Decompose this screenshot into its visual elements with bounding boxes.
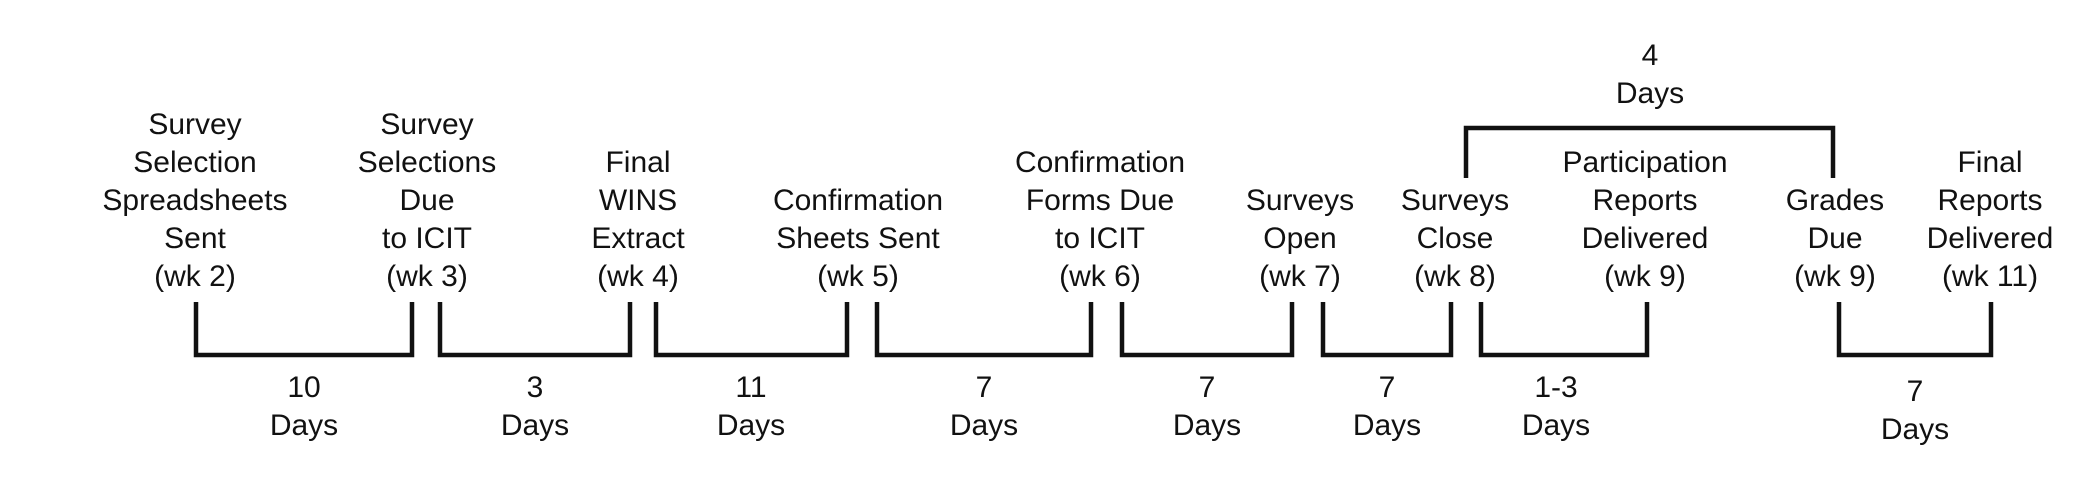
milestone-line: Due [399, 184, 455, 217]
milestone-line: Reports [1592, 184, 1698, 217]
interval-grades-final: 7 Days [1865, 373, 1965, 449]
milestone-line: Close [1416, 222, 1494, 255]
interval-value: 7 [1198, 371, 1216, 404]
interval-wk8-participation: 1-3 Days [1506, 369, 1606, 445]
milestone-week: (wk 6) [1059, 260, 1141, 293]
milestone-line: Surveys [1400, 184, 1510, 217]
milestone-line: Selections [357, 146, 497, 179]
milestone-confirmation-sheets-sent: Confirmation Sheets Sent (wk 5) [753, 182, 963, 296]
bracket-wk2-wk3 [193, 302, 415, 358]
milestone-line: Survey [380, 108, 474, 141]
interval-wk4-wk5: 11 Days [701, 369, 801, 445]
interval-unit: Days [949, 409, 1019, 442]
interval-wk3-wk4: 3 Days [485, 369, 585, 445]
milestone-week: (wk 2) [154, 260, 236, 293]
interval-value: 11 [735, 371, 767, 404]
milestone-line: Open [1263, 222, 1337, 255]
interval-unit: Days [1880, 413, 1950, 446]
milestone-line: Surveys [1245, 184, 1355, 217]
milestone-line: Confirmation [772, 184, 944, 217]
interval-wk7-wk8: 7 Days [1337, 369, 1437, 445]
milestone-line: WINS [598, 184, 678, 217]
bracket-wk8-participation [1478, 302, 1650, 358]
milestone-line: Due [1807, 222, 1863, 255]
interval-wk2-wk3: 10 Days [254, 369, 354, 445]
milestone-confirmation-forms-due: Confirmation Forms Due to ICIT (wk 6) [990, 144, 1210, 296]
bracket-wk6-wk7 [1119, 302, 1295, 358]
milestone-line: Delivered [1581, 222, 1709, 255]
milestone-surveys-open: Surveys Open (wk 7) [1240, 182, 1360, 296]
milestone-week: (wk 3) [386, 260, 468, 293]
interval-unit: Days [500, 409, 570, 442]
milestone-line: Delivered [1926, 222, 2054, 255]
milestone-line: Confirmation [1014, 146, 1186, 179]
interval-value: 4 [1641, 39, 1659, 72]
milestone-final-wins-extract: Final WINS Extract (wk 4) [578, 144, 698, 296]
interval-unit: Days [269, 409, 339, 442]
milestone-final-reports: Final Reports Delivered (wk 11) [1920, 144, 2060, 296]
interval-unit: Days [1521, 409, 1591, 442]
milestone-week: (wk 4) [597, 260, 679, 293]
milestone-line: Reports [1937, 184, 2043, 217]
milestone-line: to ICIT [1054, 222, 1145, 255]
interval-value: 1-3 [1534, 371, 1578, 404]
interval-value: 7 [975, 371, 993, 404]
interval-unit: Days [716, 409, 786, 442]
milestone-line: Forms Due [1025, 184, 1175, 217]
milestone-week: (wk 11) [1941, 260, 2039, 293]
milestone-week: (wk 8) [1414, 260, 1496, 293]
bracket-wk4-wk5 [653, 302, 850, 358]
bracket-wk7-wk8 [1320, 302, 1454, 358]
interval-wk5-wk6: 7 Days [934, 369, 1034, 445]
milestone-line: Survey [148, 108, 242, 141]
milestone-participation-reports: Participation Reports Delivered (wk 9) [1545, 144, 1745, 296]
milestone-week: (wk 9) [1604, 260, 1686, 293]
milestone-week: (wk 7) [1259, 260, 1341, 293]
milestone-line: Spreadsheets [102, 184, 288, 217]
interval-unit: Days [1615, 77, 1685, 110]
interval-unit: Days [1172, 409, 1242, 442]
milestone-line: Final [605, 146, 671, 179]
milestone-line: Grades [1785, 184, 1885, 217]
interval-unit: Days [1352, 409, 1422, 442]
interval-wk6-wk7: 7 Days [1157, 369, 1257, 445]
milestone-selections-due: Survey Selections Due to ICIT (wk 3) [352, 106, 502, 296]
bracket-grades-final [1836, 302, 1994, 358]
bracket-above-close-grades [1463, 125, 1836, 178]
milestone-line: Extract [591, 222, 685, 255]
milestone-surveys-close: Surveys Close (wk 8) [1395, 182, 1515, 296]
interval-value: 10 [287, 371, 321, 404]
interval-value: 7 [1906, 375, 1924, 408]
milestone-line: Sheets Sent [776, 222, 940, 255]
milestone-week: (wk 5) [817, 260, 899, 293]
milestone-line: Selection [133, 146, 257, 179]
interval-value: 3 [526, 371, 544, 404]
milestone-line: Final [1957, 146, 2023, 179]
bracket-wk5-wk6 [874, 302, 1094, 358]
milestone-week: (wk 9) [1794, 260, 1876, 293]
milestone-line: to ICIT [381, 222, 472, 255]
milestone-grades-due: Grades Due (wk 9) [1775, 182, 1895, 296]
interval-close-grades: 4 Days [1600, 37, 1700, 113]
milestone-line: Participation [1562, 146, 1728, 179]
bracket-wk3-wk4 [437, 302, 633, 358]
interval-value: 7 [1378, 371, 1396, 404]
milestone-line: Sent [164, 222, 226, 255]
milestone-selection-sent: Survey Selection Spreadsheets Sent (wk 2… [100, 106, 290, 296]
